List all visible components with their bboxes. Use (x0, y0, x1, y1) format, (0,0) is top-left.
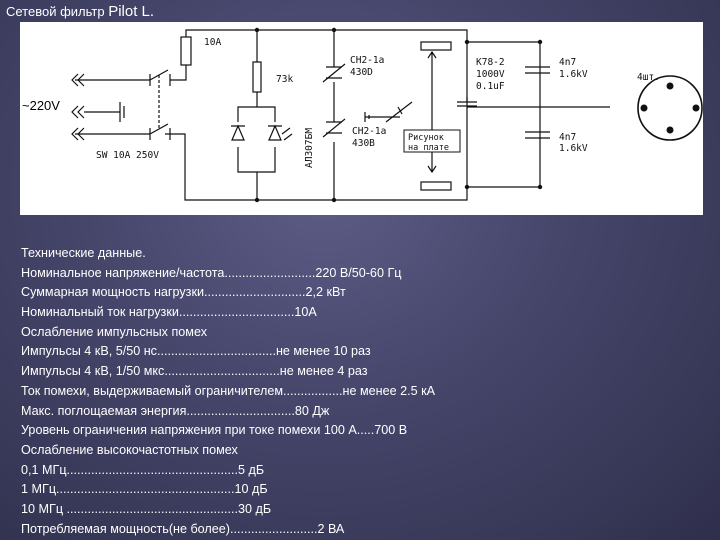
sockets-count-label: 4шт. (637, 72, 660, 83)
spec-line: 1 МГц...................................… (21, 482, 268, 497)
spark-gap-top (420, 41, 452, 51)
junction-dot (464, 184, 470, 190)
circuit-schematic: 10A 73k ~220V SW 10A 250V АЛ307БМ CH2-1a… (20, 22, 703, 215)
spec-line: 0,1 МГц.................................… (21, 462, 265, 477)
fuse-symbol (180, 36, 192, 66)
pcb-note-line1: Рисунок (408, 133, 444, 143)
socket-symbol (637, 75, 703, 141)
junction-dot (537, 39, 543, 45)
x-capacitor-value-label: 0.1uF (476, 81, 505, 92)
title-model: Pilot L. (108, 3, 155, 20)
varistor-top-voltage-label: 430D (350, 67, 373, 78)
y-capacitor-bottom-value-label: 4n7 (559, 132, 576, 143)
led-symbol (268, 124, 293, 141)
junction-dot (331, 27, 337, 33)
x-capacitor-part-label: K78-2 (476, 57, 505, 68)
spec-line: Суммарная мощность нагрузки.............… (21, 285, 346, 300)
y-capacitor-top-symbol (525, 66, 550, 74)
slide-title: Сетевой фильтр Pilot L. (6, 3, 154, 20)
varistor-bottom-symbol (322, 112, 400, 138)
pcb-arrow (427, 50, 437, 174)
spec-line: Импульсы 4 кВ, 5/50 нс..................… (21, 344, 371, 359)
varistor-top-symbol (322, 63, 346, 83)
switch-label: SW 10A 250V (96, 150, 159, 161)
plug-symbol (71, 73, 125, 141)
spec-line: Ток помехи, выдерживаемый ограничителем.… (21, 383, 436, 398)
switch-symbol (149, 69, 171, 140)
title-main: Сетевой фильтр (6, 4, 105, 19)
x-capacitor-symbol (457, 97, 477, 107)
junction-dot (254, 27, 260, 33)
technical-specs: Технические данные. Номинальное напряжен… (21, 244, 711, 539)
fuse-label: 10A (204, 37, 221, 48)
spec-line: Ослабление импульсных помех (21, 324, 207, 339)
spec-line: Импульсы 4 кВ, 1/50 мкс.................… (21, 364, 368, 379)
junction-dot (537, 184, 543, 190)
diode-symbol (231, 124, 245, 141)
y-capacitor-top-voltage-label: 1.6kV (559, 69, 588, 80)
pcb-note-box (403, 129, 461, 153)
varistor-bottom-part-label: CH2-1a (352, 126, 386, 137)
x-capacitor-voltage-label: 1000V (476, 69, 505, 80)
junction-dot (464, 39, 470, 45)
specs-heading: Технические данные. (21, 246, 146, 260)
junction-dot (331, 197, 337, 203)
varistor-top-part-label: CH2-1a (350, 55, 384, 66)
output-rail-wire (467, 41, 541, 188)
y-capacitor-bottom-voltage-label: 1.6kV (559, 143, 588, 154)
spec-line: Номинальное напряжение/частота..........… (21, 265, 402, 280)
pcb-note-line2: на плате (408, 143, 449, 153)
resistor-branch-wire (237, 30, 276, 200)
spec-line: Уровень ограничения напряжения при токе … (21, 423, 408, 438)
resistor-label: 73k (276, 74, 293, 85)
spec-line: Ослабление высокочастотных помех (21, 442, 238, 457)
spec-line: Потребляемая мощность(не более).........… (21, 521, 345, 536)
input-voltage-label: ~220V (22, 98, 60, 113)
top-rail-wire (75, 29, 468, 201)
spec-line: Макс. поглощаемая энергия...............… (21, 403, 330, 418)
junction-dot (254, 197, 260, 203)
spec-line: 10 МГц .................................… (21, 501, 272, 516)
spec-line: Номинальный ток нагрузки................… (21, 305, 317, 320)
led-label: АЛ307БМ (304, 128, 315, 168)
varistor-bottom-voltage-label: 430B (352, 138, 375, 149)
y-capacitor-top-value-label: 4n7 (559, 57, 576, 68)
spark-gap-bottom (420, 181, 452, 191)
y-capacitor-bottom-symbol (525, 131, 550, 139)
resistor-symbol (252, 61, 262, 93)
pcb-varistor (385, 101, 413, 123)
